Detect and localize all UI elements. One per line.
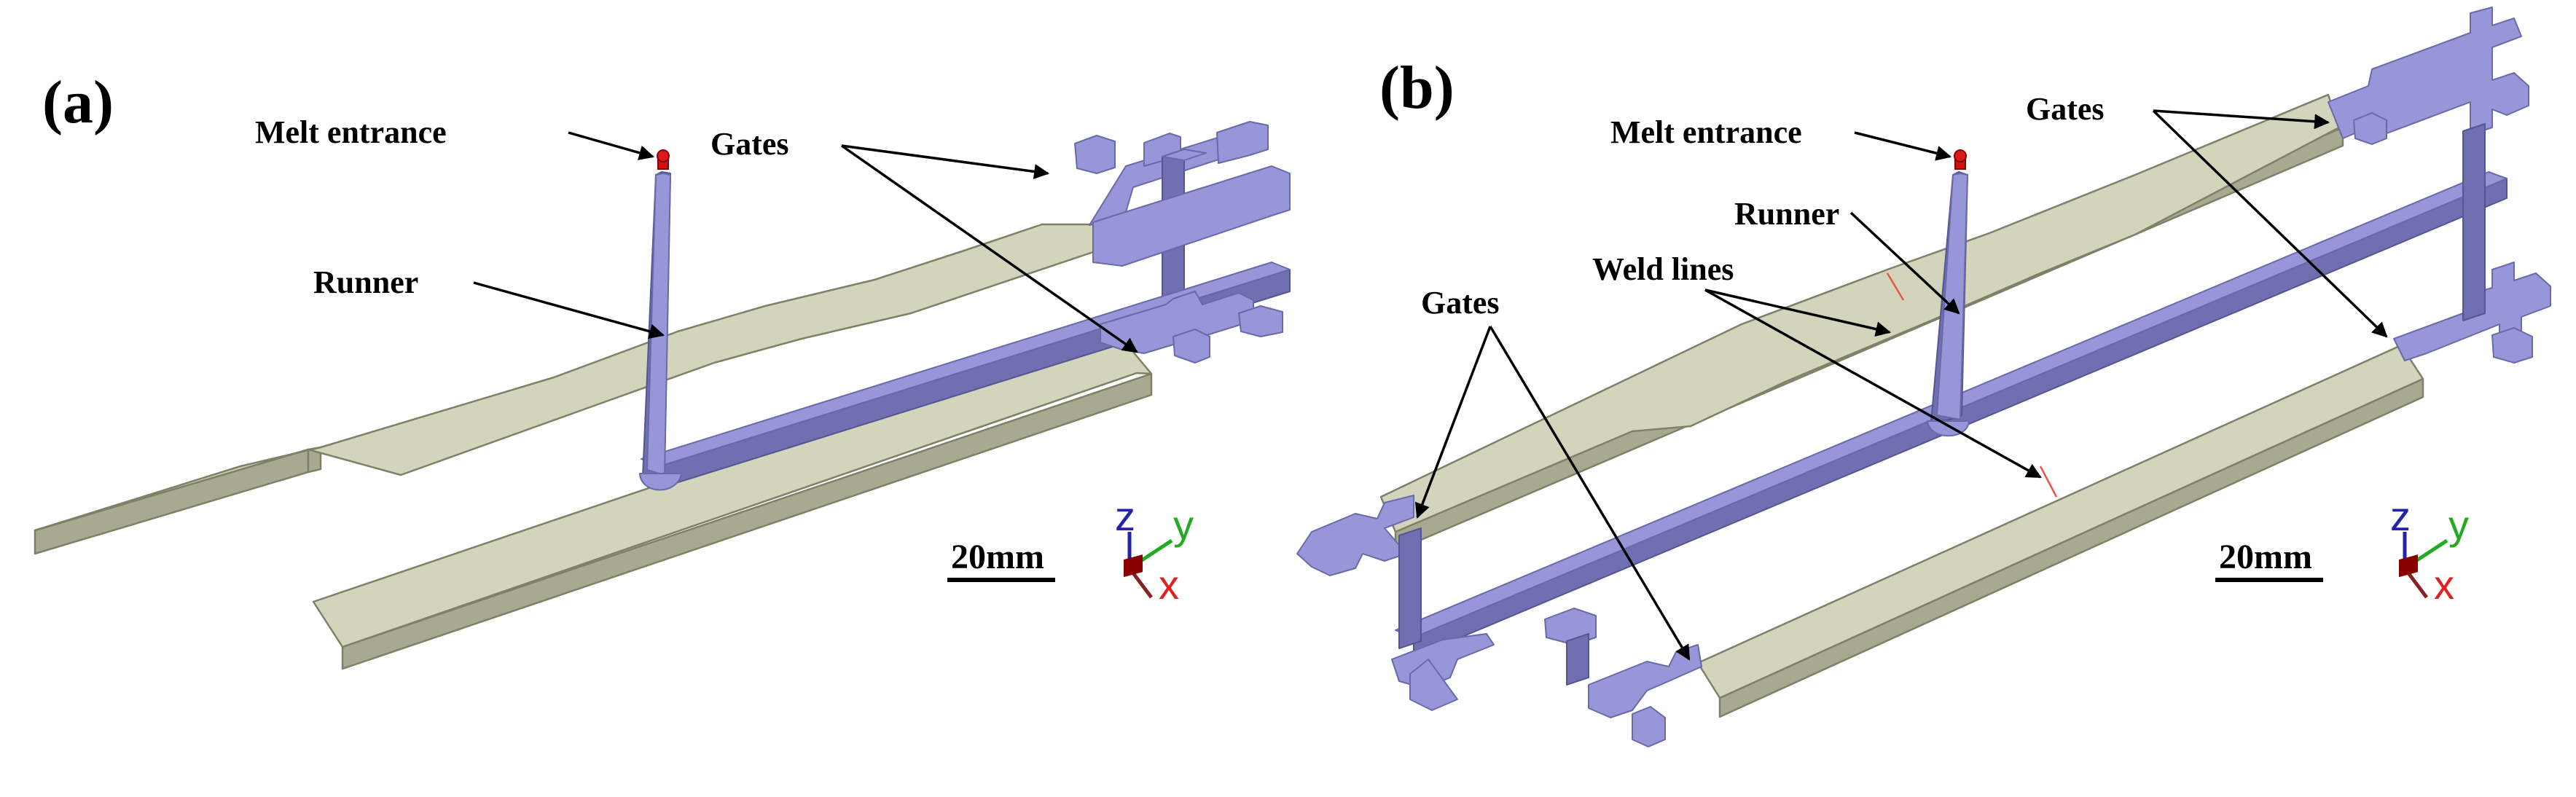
- scale-bar-label-b: 20mm: [2219, 538, 2312, 576]
- callout-melt-entrance-b: Melt entrance: [1610, 114, 1802, 150]
- runner-system-a: [639, 121, 1291, 491]
- panel-a: (a) Melt entrance Gates Runner 20mm z y …: [34, 68, 1291, 670]
- scale-bar-a: 20mm: [947, 538, 1055, 582]
- callout-melt-entrance-a: Melt entrance: [255, 114, 447, 150]
- axis-x-label-a: x: [1159, 562, 1179, 608]
- axis-y-label-a: y: [1173, 502, 1194, 548]
- weld-line-lower: [2039, 466, 2058, 498]
- callout-weld-lines-b: Weld lines: [1592, 251, 1734, 287]
- straight-specimen-b: [1696, 344, 2424, 718]
- callout-gates-right-b: Gates: [2026, 91, 2105, 127]
- axis-triad-a: z y x: [1115, 493, 1194, 608]
- straight-specimen-a: [312, 329, 1153, 670]
- callout-runner-b: Runner: [1734, 196, 1839, 232]
- runner-system-b: [1296, 7, 2551, 747]
- weld-line-upper: [1886, 272, 1905, 301]
- scale-bar-b: 20mm: [2215, 538, 2323, 582]
- panel-b: (b) Melt entrance Gates Runner Weld line…: [1296, 7, 2551, 747]
- callout-gates-left-b: Gates: [1421, 285, 1500, 321]
- scale-bar-label-a: 20mm: [951, 538, 1044, 576]
- axis-triad-b: z y x: [2390, 493, 2469, 608]
- panel-label-b: (b): [1379, 54, 1455, 122]
- callout-runner-a: Runner: [313, 264, 418, 300]
- callout-gates-a: Gates: [710, 126, 789, 162]
- panel-label-a: (a): [42, 68, 114, 136]
- axis-x-label-b: x: [2434, 562, 2454, 608]
- dumbbell-specimen-a: [34, 223, 1103, 555]
- axis-z-label-b: z: [2390, 493, 2411, 539]
- axis-y-label-b: y: [2448, 502, 2469, 548]
- axis-z-label-a: z: [1115, 493, 1135, 539]
